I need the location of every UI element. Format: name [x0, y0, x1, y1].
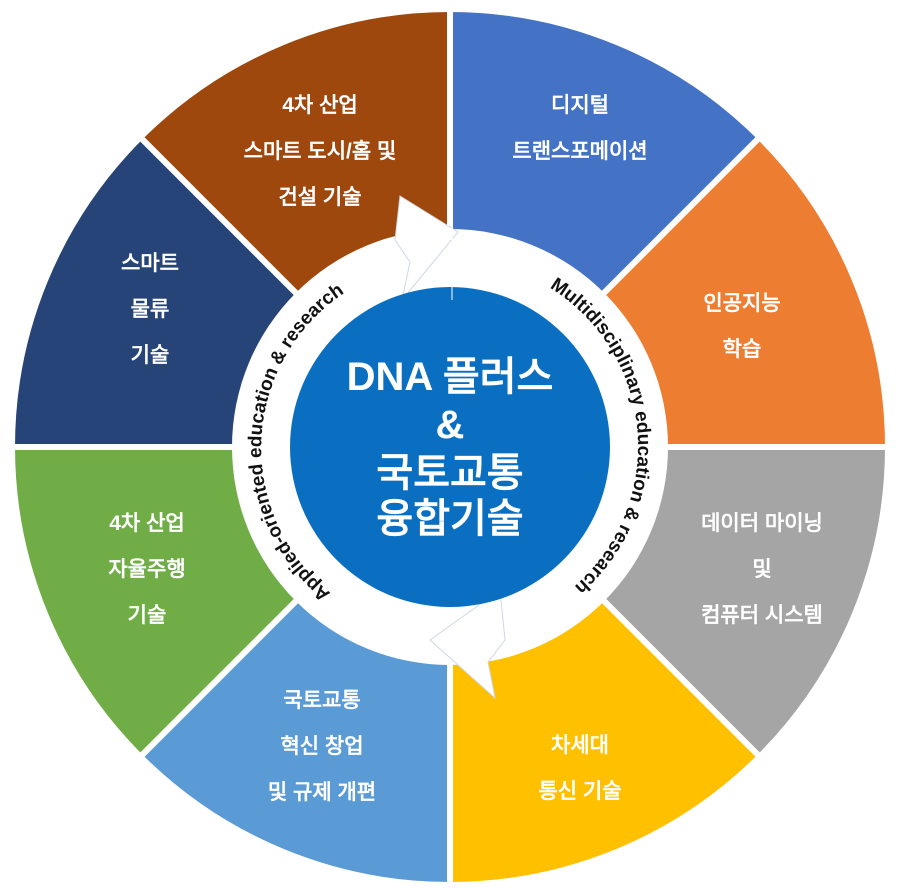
segment-label-line: 4차 산업	[282, 94, 357, 117]
segment-label-line: 기술	[128, 604, 167, 627]
segment-label-line: 혁신 창업	[280, 735, 363, 758]
segment-label-line: 스마트 도시/홈 및	[244, 140, 397, 163]
arrow-head-bottom-icon	[429, 589, 506, 700]
segment-label-line: 트랜스포메이션	[512, 140, 647, 163]
segment-label-line: 컴퓨터 시스템	[701, 604, 823, 627]
segment-label-line: 자율주행	[108, 558, 185, 581]
center-disk	[290, 287, 610, 607]
segment-label-line: 디지털	[551, 94, 609, 117]
segment-label-line: 기술	[131, 344, 170, 367]
arrow-head-top-icon	[394, 195, 459, 301]
segment-label-line: 스마트	[121, 252, 179, 275]
segment-label-line: 인공지능	[703, 292, 780, 315]
segment-label-line: 데이터 마이닝	[701, 512, 823, 535]
segment-label-line: 4차 산업	[109, 512, 184, 535]
center-title-line-4: 융합기술	[376, 497, 523, 541]
center-title-line-1: DNA 플러스	[347, 355, 554, 399]
segment-label-line: 물류	[131, 298, 170, 321]
segment-label-line: 학습	[723, 338, 762, 361]
center-title-line-3: 국토교통	[376, 451, 523, 495]
center-title-line-2: &	[436, 403, 465, 447]
segment-label-line: 차세대	[551, 734, 609, 757]
segment-label-line: 및	[752, 558, 771, 581]
segment-label-line: 및 규제 개편	[268, 781, 376, 804]
segment-label-line: 건설 기술	[278, 186, 361, 209]
segment-label-line: 통신 기술	[538, 780, 621, 803]
segment-label-line: 국토교통	[283, 689, 360, 712]
